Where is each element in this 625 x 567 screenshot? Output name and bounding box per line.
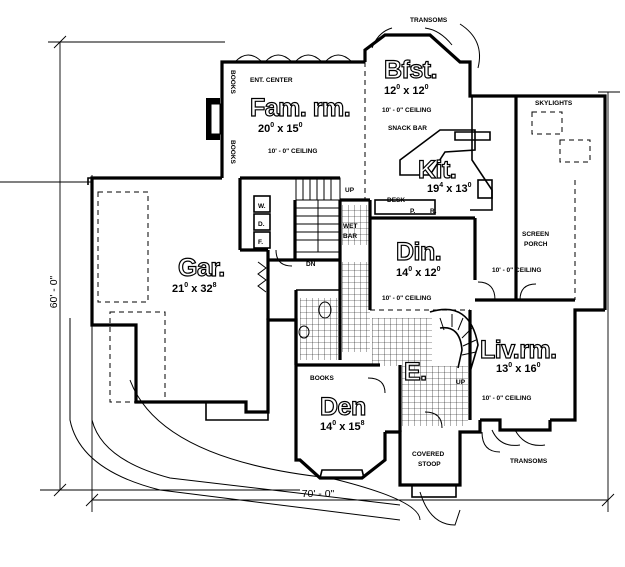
door-swings (275, 249, 537, 453)
room-living: Liv.rm. 130 x 160 10' - 0" CEILING (479, 335, 557, 402)
room-size-garage: 210 x 328 (172, 282, 217, 295)
ceiling-porch: 10' - 0" CEILING (492, 267, 541, 274)
toilet (318, 301, 332, 319)
ceiling-breakfast: 10' - 0" CEILING (382, 107, 431, 114)
laundry-washer (253, 195, 271, 213)
room-size-breakfast: 120 x 120 (384, 84, 429, 97)
skylight-2 (559, 139, 591, 163)
note-snack-bar: SNACK BAR (388, 125, 427, 132)
room-name-living: Liv.rm. (480, 336, 557, 364)
room-kitchen: Kit. 194 x 130 (417, 155, 472, 195)
garage-door-2 (109, 311, 166, 403)
note-bar: BAR (343, 233, 357, 240)
dimension-lines (0, 35, 620, 512)
room-name-breakfast: Bfst. (384, 56, 437, 84)
room-garage: Gar. 210 x 328 (172, 253, 226, 295)
spiral-stair (429, 308, 479, 373)
room-dining: Din. 140 x 120 10' - 0" CEILING (382, 237, 442, 302)
room-name-entry: E. (404, 358, 427, 386)
room-size-living: 130 x 160 (496, 362, 541, 375)
depth-dimension: 60' - 0" (48, 275, 60, 308)
note-covered: COVERED (412, 451, 444, 458)
note-books-den: BOOKS (310, 375, 335, 382)
note-up-family: UP (345, 187, 355, 194)
tile-floor (300, 205, 468, 426)
note-desk: DESK (387, 197, 405, 204)
kitchen-counters (374, 96, 493, 215)
note-refrigerator: R. (430, 208, 437, 215)
room-size-kitchen: 194 x 130 (427, 182, 472, 195)
garage-door-1 (97, 191, 149, 303)
note-stoop: STOOP (418, 461, 441, 468)
room-size-den: 140 x 158 (320, 420, 365, 433)
laundry-dryer (253, 213, 271, 231)
note-ent-center: ENT. CENTER (250, 77, 293, 84)
stairs-down (295, 199, 341, 253)
note-wet: WET (343, 223, 357, 230)
ceiling-family: 10' - 0" CEILING (268, 148, 317, 155)
sink (298, 325, 310, 339)
note-skylights: SKYLIGHTS (535, 100, 573, 107)
porch-line-2: PORCH (524, 241, 548, 248)
note-dryer: D. (258, 221, 265, 228)
skylight-1 (531, 111, 563, 135)
note-down: DN (306, 261, 316, 268)
room-size-family: 200 x 150 (258, 122, 303, 135)
note-books-fam-1: BOOKS (229, 70, 236, 95)
ceiling-living: 10' - 0" CEILING (482, 395, 531, 402)
room-porch: SCREEN PORCH 10' - 0" CEILING (492, 231, 549, 274)
width-dimension: 70' - 0" (302, 488, 335, 500)
note-washer: W. (258, 203, 266, 210)
laundry-freezer (253, 231, 271, 249)
note-pantry: P. (410, 208, 415, 215)
porch-line-1: SCREEN (522, 231, 549, 238)
note-up-entry: UP (456, 379, 466, 386)
note-transoms-top: TRANSOMS (410, 17, 448, 24)
plan-notes: TRANSOMS TRANSOMS SKYLIGHTS ENT. CENTER … (229, 17, 573, 468)
room-name-dining: Din. (396, 238, 441, 266)
room-breakfast: Bfst. 120 x 120 10' - 0" CEILING (382, 55, 438, 114)
driveway-walk (69, 318, 461, 526)
note-books-fam-2: BOOKS (229, 140, 236, 165)
windows (234, 23, 546, 446)
note-transoms-bottom: TRANSOMS (510, 458, 548, 465)
room-den: Den 140 x 158 (319, 392, 366, 433)
room-name-den: Den (320, 393, 366, 421)
room-name-kitchen: Kit. (418, 156, 456, 184)
covered-stoop-step (411, 484, 457, 498)
room-size-dining: 140 x 120 (396, 266, 441, 279)
ceiling-dining: 10' - 0" CEILING (382, 295, 431, 302)
note-freezer: F. (258, 239, 263, 246)
room-name-family: Fam. rm. (250, 94, 350, 122)
room-name-garage: Gar. (178, 254, 225, 282)
room-family: Fam. rm. 200 x 150 10' - 0" CEILING (249, 93, 351, 155)
stairs-up-family (295, 177, 341, 201)
